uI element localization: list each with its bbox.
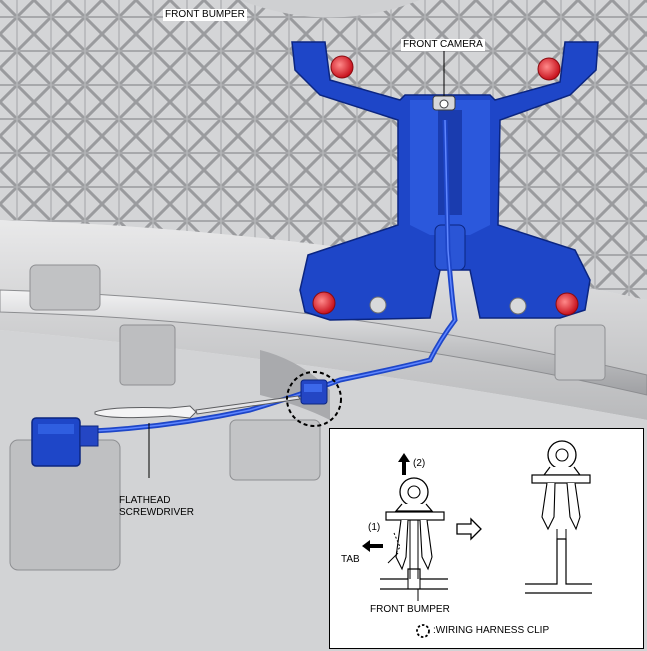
harness-connector: [31, 417, 99, 467]
label-flathead: FLATHEAD: [119, 495, 171, 506]
arrow-up-2: [398, 453, 410, 475]
clip-highlight-circle: [286, 371, 342, 427]
wiring-harness-clip: [300, 379, 328, 405]
inset-legend-label: :WIRING HARNESS CLIP: [433, 625, 550, 636]
inset-front-bumper-label: FRONT BUMPER: [370, 604, 450, 615]
clip-removed: [525, 440, 592, 594]
label-front-bumper: FRONT BUMPER: [163, 9, 247, 21]
label-screwdriver: SCREWDRIVER: [119, 507, 195, 518]
clip-removal-inset: (2) (1) TAB FRONT BUMPER :WIRING HARNESS…: [329, 428, 644, 649]
inset-step-1: (1): [368, 522, 381, 533]
clip-installed: [380, 477, 448, 590]
front-camera-part: [432, 95, 456, 111]
flathead-screwdriver: [94, 395, 301, 419]
inset-tab-label: TAB: [341, 554, 360, 565]
arrow-right-open: [456, 517, 482, 541]
inset-step-2: (2): [413, 458, 426, 469]
legend-dashed-circle: [416, 624, 430, 638]
bumper-bar: [0, 289, 647, 396]
arrow-left-1: [362, 540, 383, 552]
label-front-camera: FRONT CAMERA: [401, 39, 485, 51]
inset-illustration: [362, 440, 592, 638]
